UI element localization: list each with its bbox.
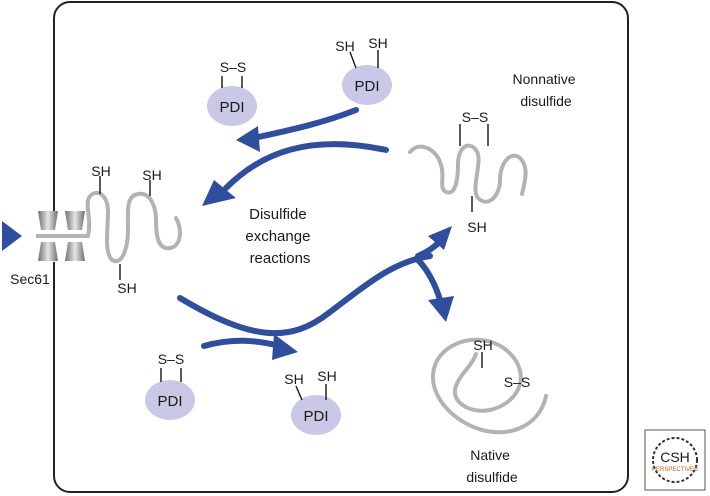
- nascent-polypeptide-chain: [85, 190, 182, 264]
- pdi-oxidized-lower: S–S PDI: [145, 351, 195, 420]
- logo-perspectives-text: PERSPECTIVES: [652, 467, 698, 473]
- native-sh: SH: [473, 337, 492, 353]
- exchange-label-line-2: exchange: [245, 228, 310, 245]
- sec61-channel-icon: [2, 211, 88, 262]
- native-label-line-2: disulfide: [466, 469, 518, 485]
- pdi-lower-right-sh-2: SH: [317, 368, 336, 384]
- nascent-to-products-arrow: [177, 253, 433, 337]
- nascent-chain-entry-arrowhead: [2, 221, 22, 251]
- pdi-ellipse-upper-left: [207, 86, 257, 126]
- nascent-sh-3: SH: [117, 280, 136, 296]
- branch-to-native-arrow: [415, 257, 443, 303]
- native-label: Native disulfide: [466, 447, 518, 485]
- arrowhead-upper-pdi: [236, 126, 260, 152]
- reaction-arrows: [177, 107, 447, 349]
- exchange-label-line-1: Disulfide: [249, 206, 307, 223]
- pdi-lower-right-sh-1: SH: [284, 371, 303, 387]
- pdi-lower-right-label: PDI: [303, 408, 328, 425]
- nonnative-polypeptide-chain: [408, 143, 528, 204]
- nonnative-label-line-2: disulfide: [520, 93, 572, 109]
- pdi-lower-left-label: PDI: [157, 393, 182, 410]
- pdi-ellipse-upper-right: [342, 65, 392, 105]
- pdi-reduced-upper: SH SH PDI: [335, 35, 392, 105]
- pdi-oxidation-arrow-lower: [201, 337, 283, 349]
- nonnative-label-line-1: Nonnative: [513, 71, 576, 87]
- nonnative-label: Nonnative disulfide: [513, 71, 580, 109]
- pdi-oxidation-arrow-upper: [251, 107, 359, 141]
- nonnative-sh: SH: [467, 219, 486, 235]
- native-ss: S–S: [504, 374, 530, 390]
- pdi-upper-left-ss: S–S: [220, 59, 246, 75]
- pdi-lower-left-ss: S–S: [158, 351, 184, 367]
- native-polypeptide-chain: [430, 337, 548, 435]
- sec61-label: Sec61: [10, 271, 50, 287]
- arrowhead-native: [428, 296, 454, 322]
- exchange-reactions-label: Disulfide exchange reactions: [245, 206, 314, 267]
- pdi-upper-right-sh-2: SH: [368, 35, 387, 51]
- native-label-line-1: Native: [470, 447, 510, 463]
- nascent-sh-1: SH: [91, 163, 110, 179]
- csh-perspectives-logo: CSH PERSPECTIVES: [644, 429, 706, 491]
- nonnative-to-nascent-arrow: [223, 141, 389, 191]
- pdi-ellipse-lower-right: [291, 395, 341, 435]
- exchange-label-line-3: reactions: [250, 250, 311, 267]
- nonnative-ss: S–S: [462, 109, 488, 125]
- arrowhead-nonnative: [428, 226, 452, 250]
- logo-csh-text: CSH: [660, 449, 690, 465]
- pdi-upper-left-label: PDI: [219, 99, 244, 116]
- pdi-ellipse-lower-left: [145, 380, 195, 420]
- arrowhead-lower-pdi: [272, 334, 298, 360]
- pdi-reduced-lower: SH SH PDI: [284, 368, 341, 435]
- pdi-oxidized-upper: S–S PDI: [207, 59, 257, 126]
- arrowhead-nascent: [202, 180, 236, 206]
- arrowheads: [202, 126, 454, 360]
- pdi-upper-right-label: PDI: [354, 78, 379, 95]
- nascent-sh-2: SH: [142, 167, 161, 183]
- pdi-upper-right-sh-1: SH: [335, 38, 354, 54]
